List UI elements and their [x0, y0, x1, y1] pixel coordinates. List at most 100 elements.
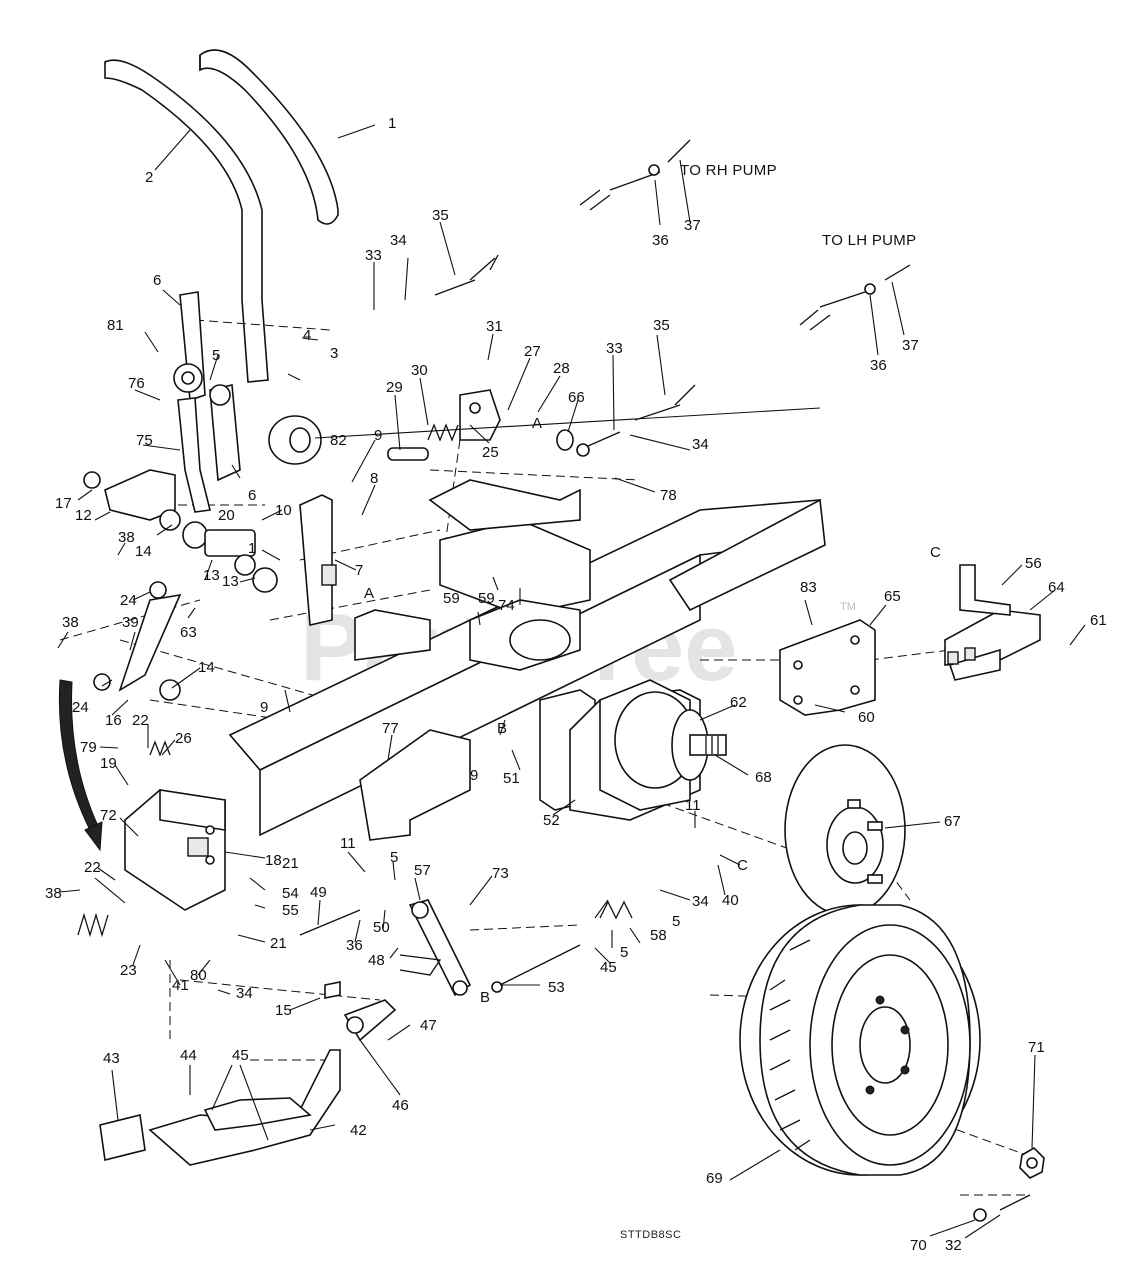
callout-37: 37	[684, 217, 701, 234]
handle-mount-left	[173, 291, 206, 402]
callout-38: 38	[118, 529, 135, 546]
callout-3: 3	[330, 345, 338, 362]
callout-25: 25	[482, 444, 499, 461]
callout-32: 32	[945, 1237, 962, 1254]
callout-68: 68	[755, 769, 772, 786]
callout-15: 15	[275, 1002, 292, 1019]
callout-22: 22	[84, 859, 101, 876]
callout-2: 2	[145, 169, 153, 186]
callout-5: 5	[672, 913, 680, 930]
callout-14: 14	[135, 543, 152, 560]
callout-14: 14	[198, 659, 215, 676]
callout-36: 36	[652, 232, 669, 249]
callout-11: 11	[340, 835, 356, 852]
callout-26: 26	[175, 730, 192, 747]
callout-34: 34	[692, 436, 709, 453]
callout-1: 1	[248, 540, 256, 557]
gas-spring	[93, 581, 182, 692]
callout-30: 30	[411, 362, 428, 379]
callout-9: 9	[470, 767, 478, 784]
callout-6: 6	[248, 487, 256, 504]
callout-17: 17	[55, 495, 72, 512]
spring-30	[427, 423, 459, 442]
callout-8: 8	[370, 470, 378, 487]
pedal-pad	[99, 1114, 146, 1161]
plate-15	[324, 981, 341, 999]
rod-35-right	[634, 384, 696, 421]
spring-26	[149, 740, 171, 757]
watermark-trademark: TM	[840, 601, 856, 613]
callout-35: 35	[653, 317, 670, 334]
callout-83: 83	[800, 579, 817, 596]
callout-56: 56	[1025, 555, 1042, 572]
callout-27: 27	[524, 343, 541, 360]
callout-5: 5	[390, 849, 398, 866]
callout-21: 21	[282, 855, 299, 872]
callout-81: 81	[107, 317, 124, 334]
callout-47: 47	[420, 1017, 437, 1034]
callout-59: 59	[443, 590, 460, 607]
rod-35-top	[434, 254, 499, 296]
callout-39: 39	[122, 614, 139, 631]
callout-34: 34	[692, 893, 709, 910]
callout-60: 60	[858, 709, 875, 726]
callout-74: 74	[498, 597, 515, 614]
lh-pump-link	[799, 264, 911, 331]
callout-24: 24	[72, 699, 89, 716]
spring-left	[77, 912, 109, 938]
callout-16: 16	[105, 712, 122, 729]
callout-76: 76	[128, 375, 145, 392]
clevis	[343, 999, 397, 1042]
drawing-code: STTDB8SC	[620, 1229, 681, 1241]
callout-55: 55	[282, 902, 299, 919]
callout-36: 36	[870, 357, 887, 374]
ref-letter-a: A	[364, 585, 374, 602]
callout-5: 5	[620, 944, 628, 961]
callout-33: 33	[606, 340, 623, 357]
leader-lines	[57, 124, 1086, 1239]
handle-left	[104, 59, 269, 383]
callout-23: 23	[120, 962, 137, 979]
pivot-bracket	[124, 789, 226, 911]
pump-mount-bracket	[428, 479, 591, 671]
callout-6: 6	[153, 272, 161, 289]
callout-64: 64	[1048, 579, 1065, 596]
link-33	[576, 431, 621, 457]
callout-1: 1	[388, 115, 396, 132]
bracket-12	[83, 469, 176, 521]
callout-5: 5	[212, 347, 220, 364]
wheel-hub	[784, 744, 906, 916]
lever-57	[399, 899, 472, 997]
callout-51: 51	[503, 770, 520, 787]
callout-34: 34	[390, 232, 407, 249]
callout-18: 18	[265, 852, 282, 869]
callout-46: 46	[392, 1097, 409, 1114]
ref-letter-b: B	[480, 989, 490, 1006]
callout-34: 34	[236, 985, 253, 1002]
callout-7: 7	[355, 562, 363, 579]
callout-12: 12	[75, 507, 92, 524]
callout-29: 29	[386, 379, 403, 396]
callout-82: 82	[330, 432, 347, 449]
callout-38: 38	[45, 885, 62, 902]
foot-pedal	[148, 1049, 341, 1166]
callout-28: 28	[553, 360, 570, 377]
callout-35: 35	[432, 207, 449, 224]
callout-numbers: 1 2 3 4 5 6 6 7 8 9 9 9 10 1 11 11 12 13…	[45, 115, 1107, 1254]
callout-72: 72	[100, 807, 117, 824]
hydraulic-pump	[599, 679, 727, 811]
callout-67: 67	[944, 813, 961, 830]
rotation-arrow	[58, 679, 103, 852]
bushings	[159, 509, 278, 701]
bearing-82	[268, 415, 322, 465]
rod-53	[491, 944, 581, 993]
callout-19: 19	[100, 755, 117, 772]
callout-45: 45	[600, 959, 617, 976]
callout-37: 37	[902, 337, 919, 354]
callout-65: 65	[884, 588, 901, 605]
callout-48: 48	[368, 952, 385, 969]
callout-33: 33	[365, 247, 382, 264]
callout-73: 73	[492, 865, 509, 882]
ref-letter-a: A	[532, 415, 542, 432]
